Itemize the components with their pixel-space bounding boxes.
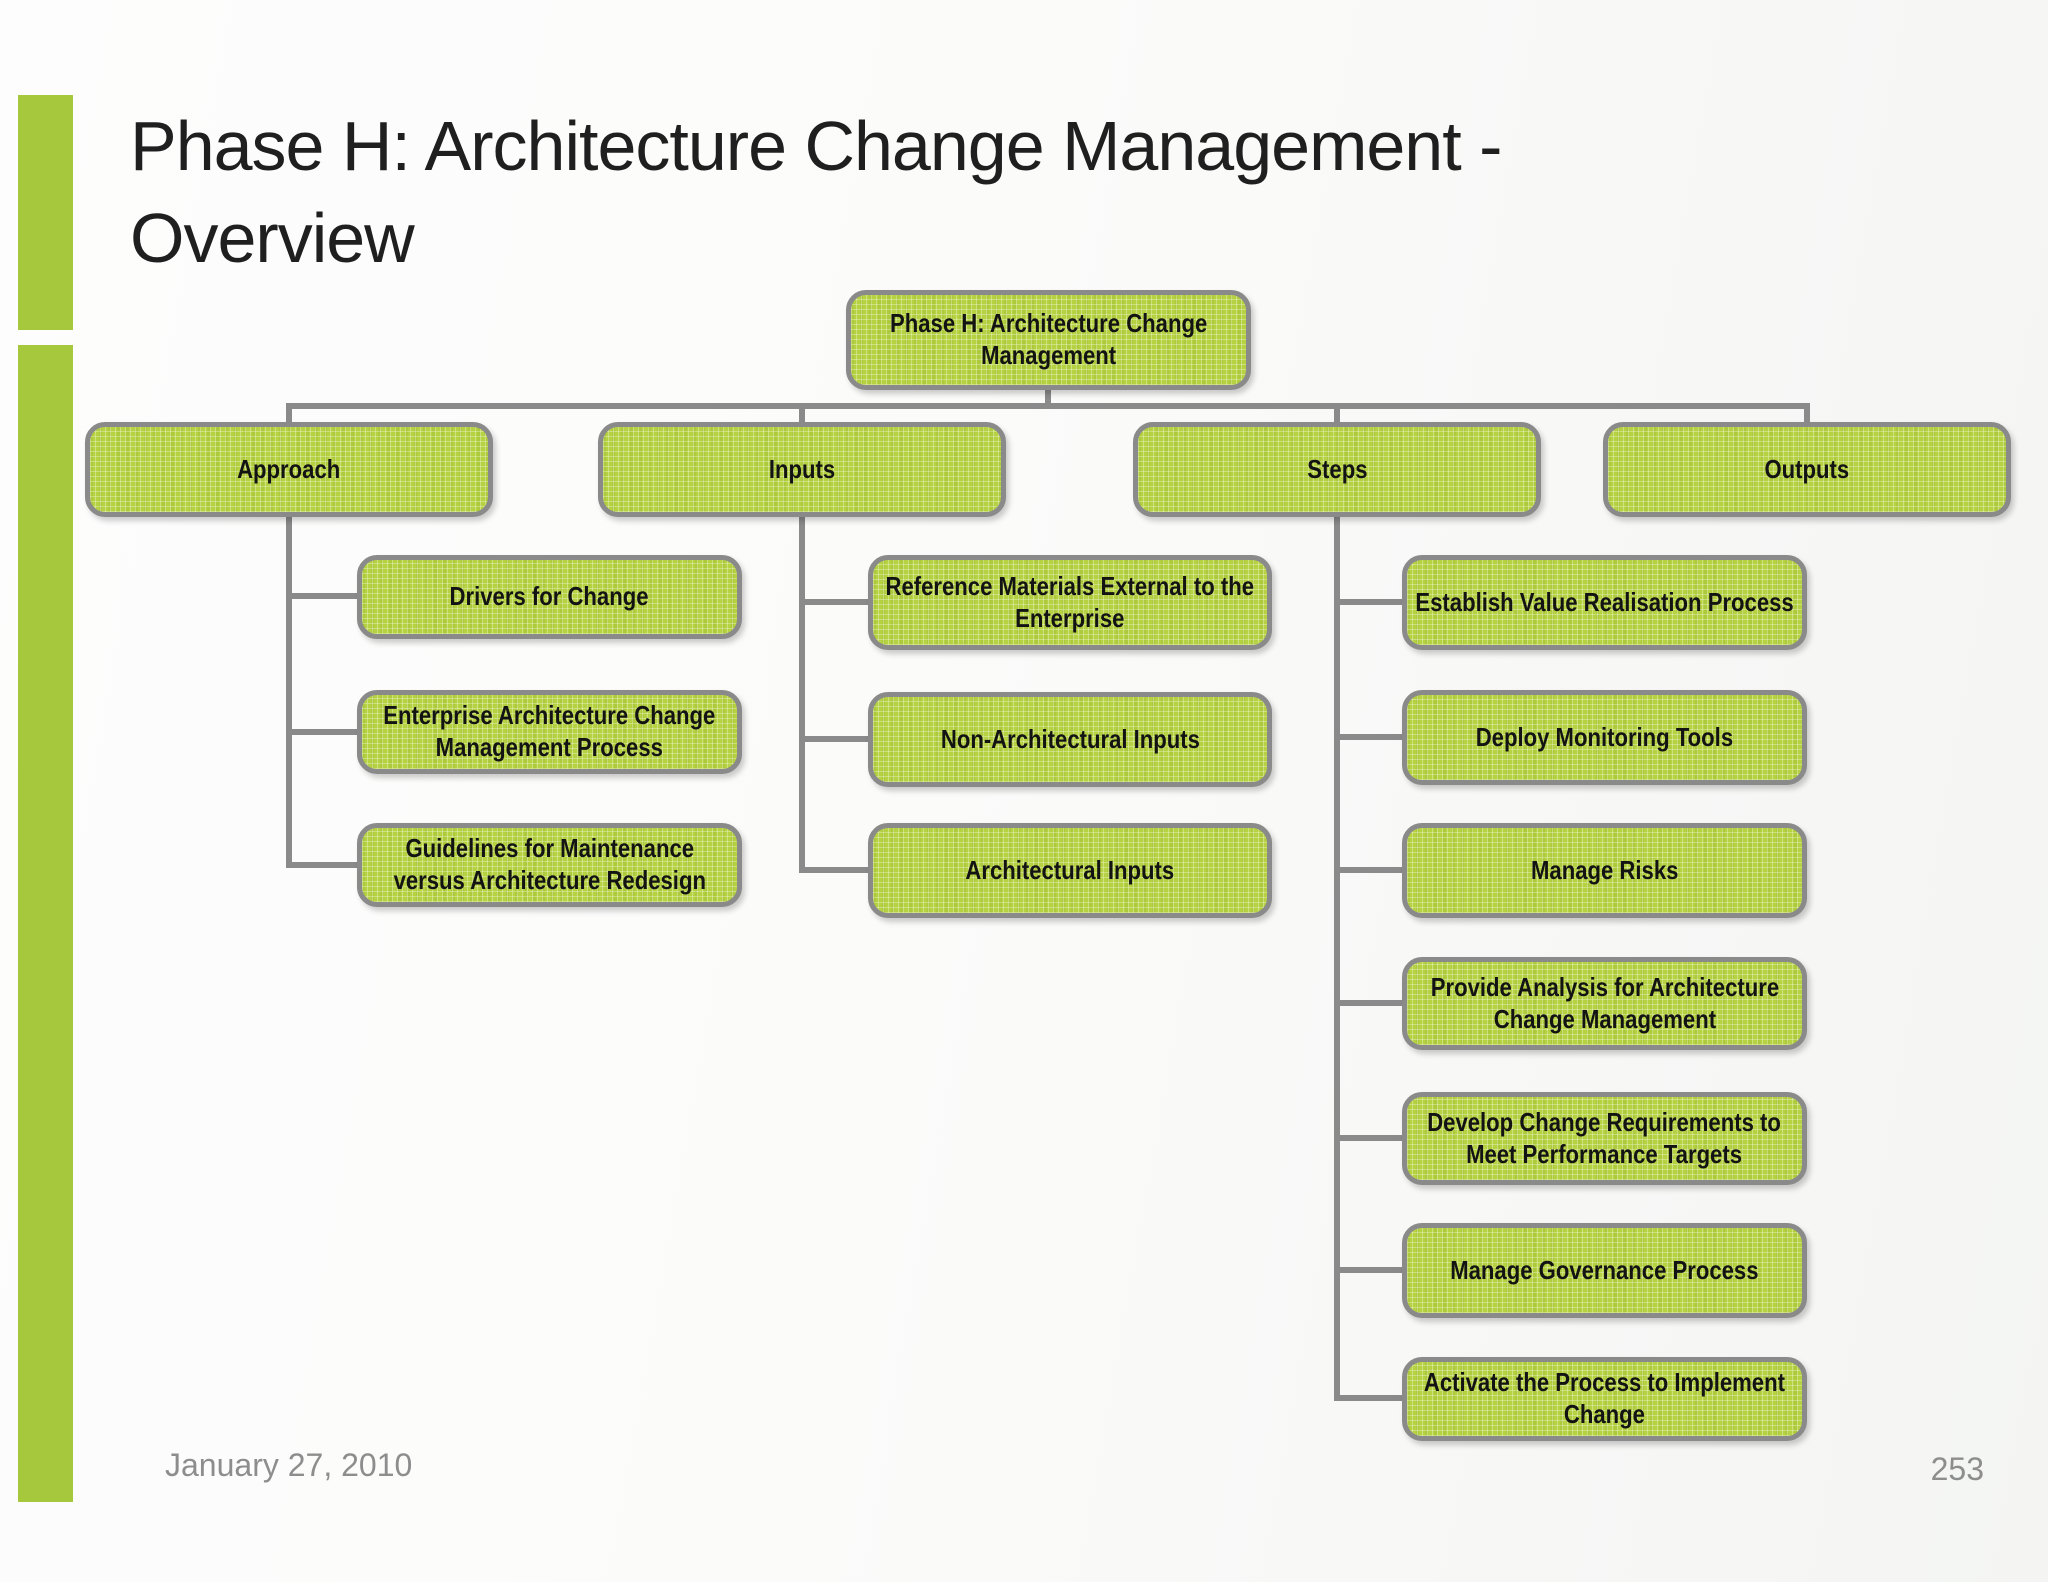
node-label: Establish Value Realisation Process [1415,586,1794,617]
page-number: 253 [1930,1451,1984,1487]
node-manage-risks: Manage Risks [1402,823,1807,918]
accent-bar-bottom [18,345,73,1502]
connector-elbow [1337,1000,1402,1006]
connector-descender-approach [286,515,292,868]
node-architectural-inputs: Architectural Inputs [868,823,1272,918]
node-label: Enterprise Architecture Change Managemen… [383,700,716,762]
page-title: Phase H: Architecture Change Management … [130,100,1502,284]
node-inputs-label: Inputs [768,453,836,484]
node-label: Deploy Monitoring Tools [1475,721,1734,752]
node-label: Manage Risks [1530,854,1679,885]
connector-stub-approach [286,409,292,423]
page-title-line2: Overview [130,199,415,277]
node-label: Develop Change Requirements to Meet Perf… [1427,1106,1782,1169]
node-outputs-label: Outputs [1764,453,1850,484]
connector-stub-outputs [1804,409,1810,423]
connector-elbow [802,736,868,742]
connector-elbow [289,862,357,868]
connector-elbow [1337,1267,1402,1273]
connector-descender-inputs [799,515,805,873]
node-approach: Approach [85,422,493,517]
connector-elbow [802,599,868,605]
node-approach-label: Approach [237,453,341,484]
node-label: Drivers for Change [450,581,649,612]
connector-elbow [1337,867,1402,873]
node-label: Activate the Process to Implement Change [1423,1367,1786,1429]
node-steps-label: Steps [1306,453,1368,484]
connector-elbow [289,729,357,735]
node-provide-analysis: Provide Analysis for Architecture Change… [1402,957,1807,1050]
node-outputs: Outputs [1603,422,2011,517]
node-develop-change-requirements: Develop Change Requirements to Meet Perf… [1402,1092,1807,1185]
connector-stub-inputs [799,409,805,423]
node-reference-materials-external: Reference Materials External to the Ente… [868,555,1272,650]
node-non-architectural-inputs: Non-Architectural Inputs [868,692,1272,787]
node-inputs: Inputs [598,422,1006,517]
connector-elbow [1337,599,1402,605]
connector-elbow [1337,1395,1402,1401]
connector-elbow [1337,734,1402,740]
node-manage-governance-process: Manage Governance Process [1402,1223,1807,1318]
node-label: Manage Governance Process [1450,1254,1759,1285]
node-label: Architectural Inputs [965,854,1175,885]
node-deploy-monitoring-tools: Deploy Monitoring Tools [1402,690,1807,785]
node-label: Guidelines for Maintenance versus Archit… [393,833,706,895]
node-drivers-for-change: Drivers for Change [357,555,742,639]
page-title-line1: Phase H: Architecture Change Management … [130,107,1502,185]
connector-elbow [1337,1135,1402,1141]
node-establish-value-realisation: Establish Value Realisation Process [1402,555,1807,650]
node-root: Phase H: Architecture Change Management [846,290,1251,390]
connector-elbow [289,593,357,599]
connector-root-stub [1045,387,1051,403]
footer-date: January 27, 2010 [165,1447,413,1483]
node-ea-change-management-process: Enterprise Architecture Change Managemen… [357,690,742,774]
connector-descender-steps [1334,515,1340,1401]
node-root-label: Phase H: Architecture Change Management [889,308,1208,370]
accent-bar-top [18,95,73,330]
node-guidelines-maintenance-vs-redesign: Guidelines for Maintenance versus Archit… [357,823,742,907]
node-activate-process-implement-change: Activate the Process to Implement Change [1402,1357,1807,1441]
connector-rail [286,403,1810,409]
node-label: Non-Architectural Inputs [940,723,1200,754]
connector-stub-steps [1334,409,1340,423]
node-label: Provide Analysis for Architecture Change… [1430,971,1779,1034]
node-label: Reference Materials External to the Ente… [885,570,1255,633]
node-steps: Steps [1133,422,1541,517]
connector-elbow [802,867,868,873]
